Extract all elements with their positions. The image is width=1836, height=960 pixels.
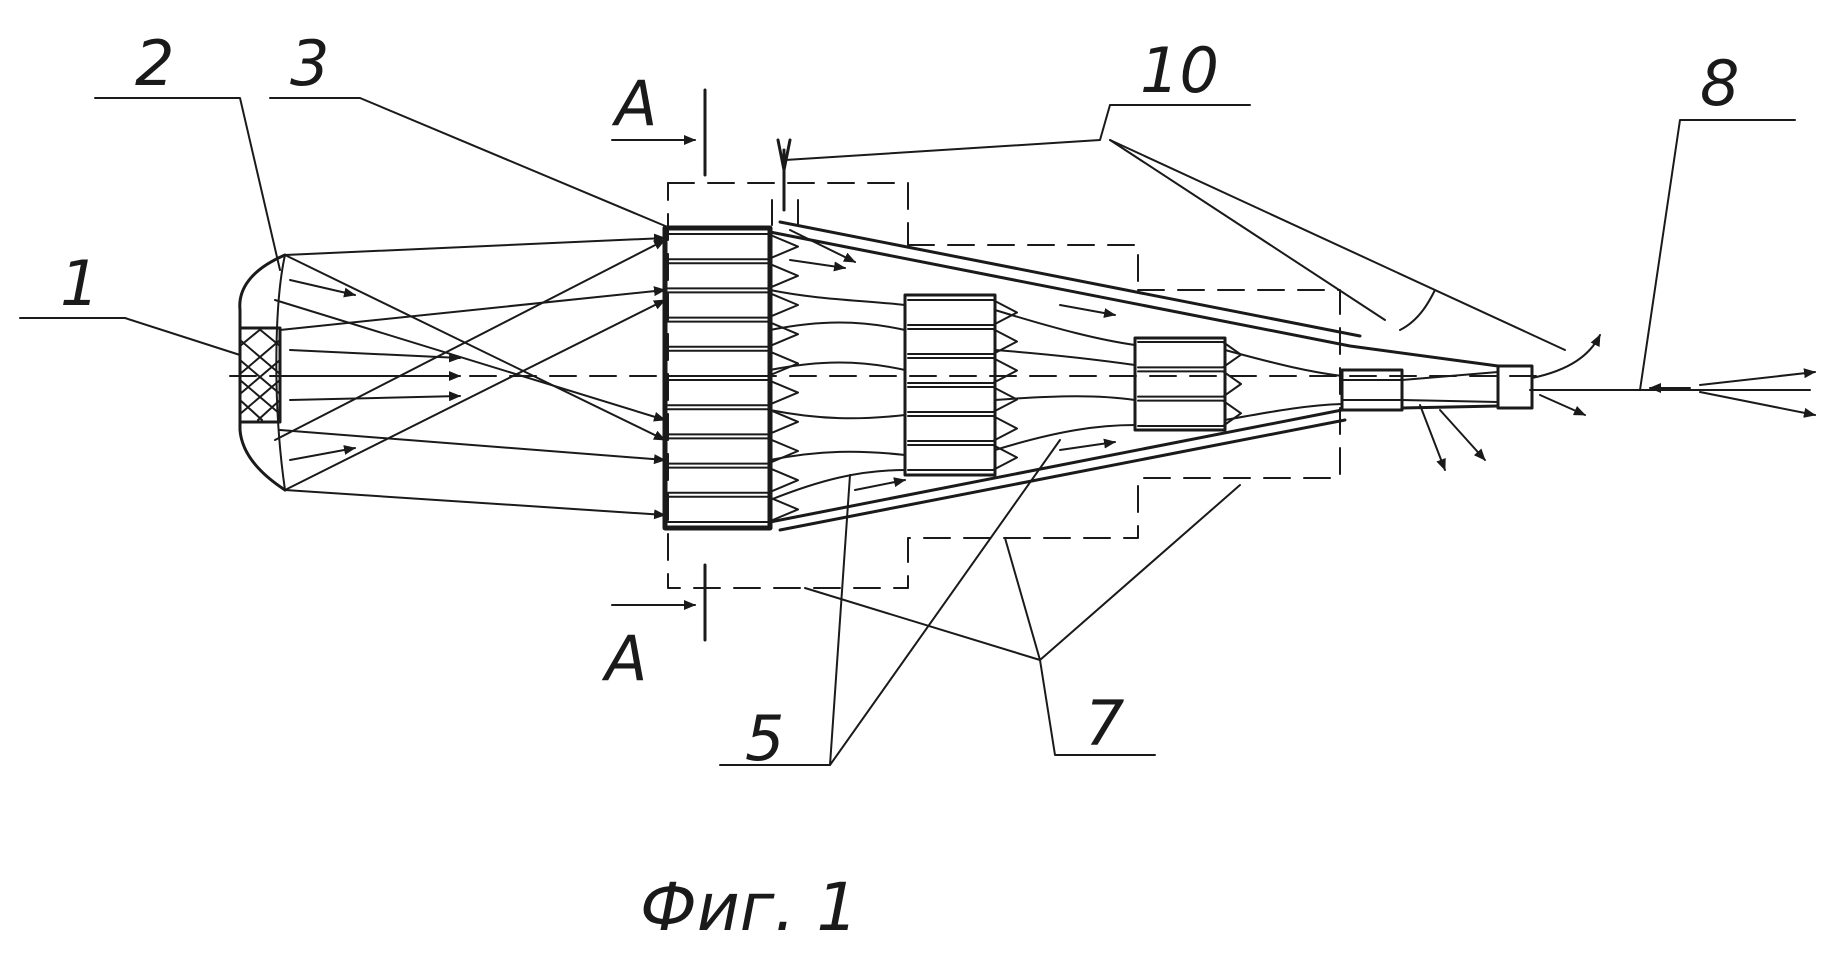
lens-array-2 — [905, 295, 995, 475]
lens-element — [908, 358, 1017, 383]
lens-element — [668, 351, 798, 376]
exit-rays — [1400, 290, 1815, 470]
lens-rows-1 — [668, 234, 798, 522]
lens-element — [668, 322, 798, 347]
lens-element — [668, 497, 798, 522]
lens-element — [668, 263, 798, 288]
label-10: 10 — [1140, 34, 1219, 107]
label-2: 2 — [135, 27, 174, 100]
lens-element — [668, 380, 798, 405]
label-7: 7 — [1085, 687, 1124, 760]
label-3: 3 — [290, 27, 329, 100]
lens-element — [668, 468, 798, 493]
lens-element — [668, 409, 798, 434]
section-label-top: A — [611, 67, 657, 140]
label-8: 8 — [1700, 47, 1739, 120]
lens-element — [908, 416, 1017, 441]
label-1: 1 — [60, 247, 99, 320]
output-element — [1498, 366, 1532, 408]
lens-element — [668, 438, 798, 463]
section-label-bottom: A — [601, 622, 647, 695]
lens-array-3 — [1135, 338, 1225, 430]
lens-element — [668, 234, 798, 259]
lens-rows-2 — [908, 300, 1017, 470]
lens-array-1 — [665, 228, 770, 528]
figure-caption: Фиг. 1 — [640, 869, 858, 946]
label-5: 5 — [745, 702, 784, 775]
lens-element — [668, 292, 798, 317]
section-marks — [612, 90, 705, 640]
